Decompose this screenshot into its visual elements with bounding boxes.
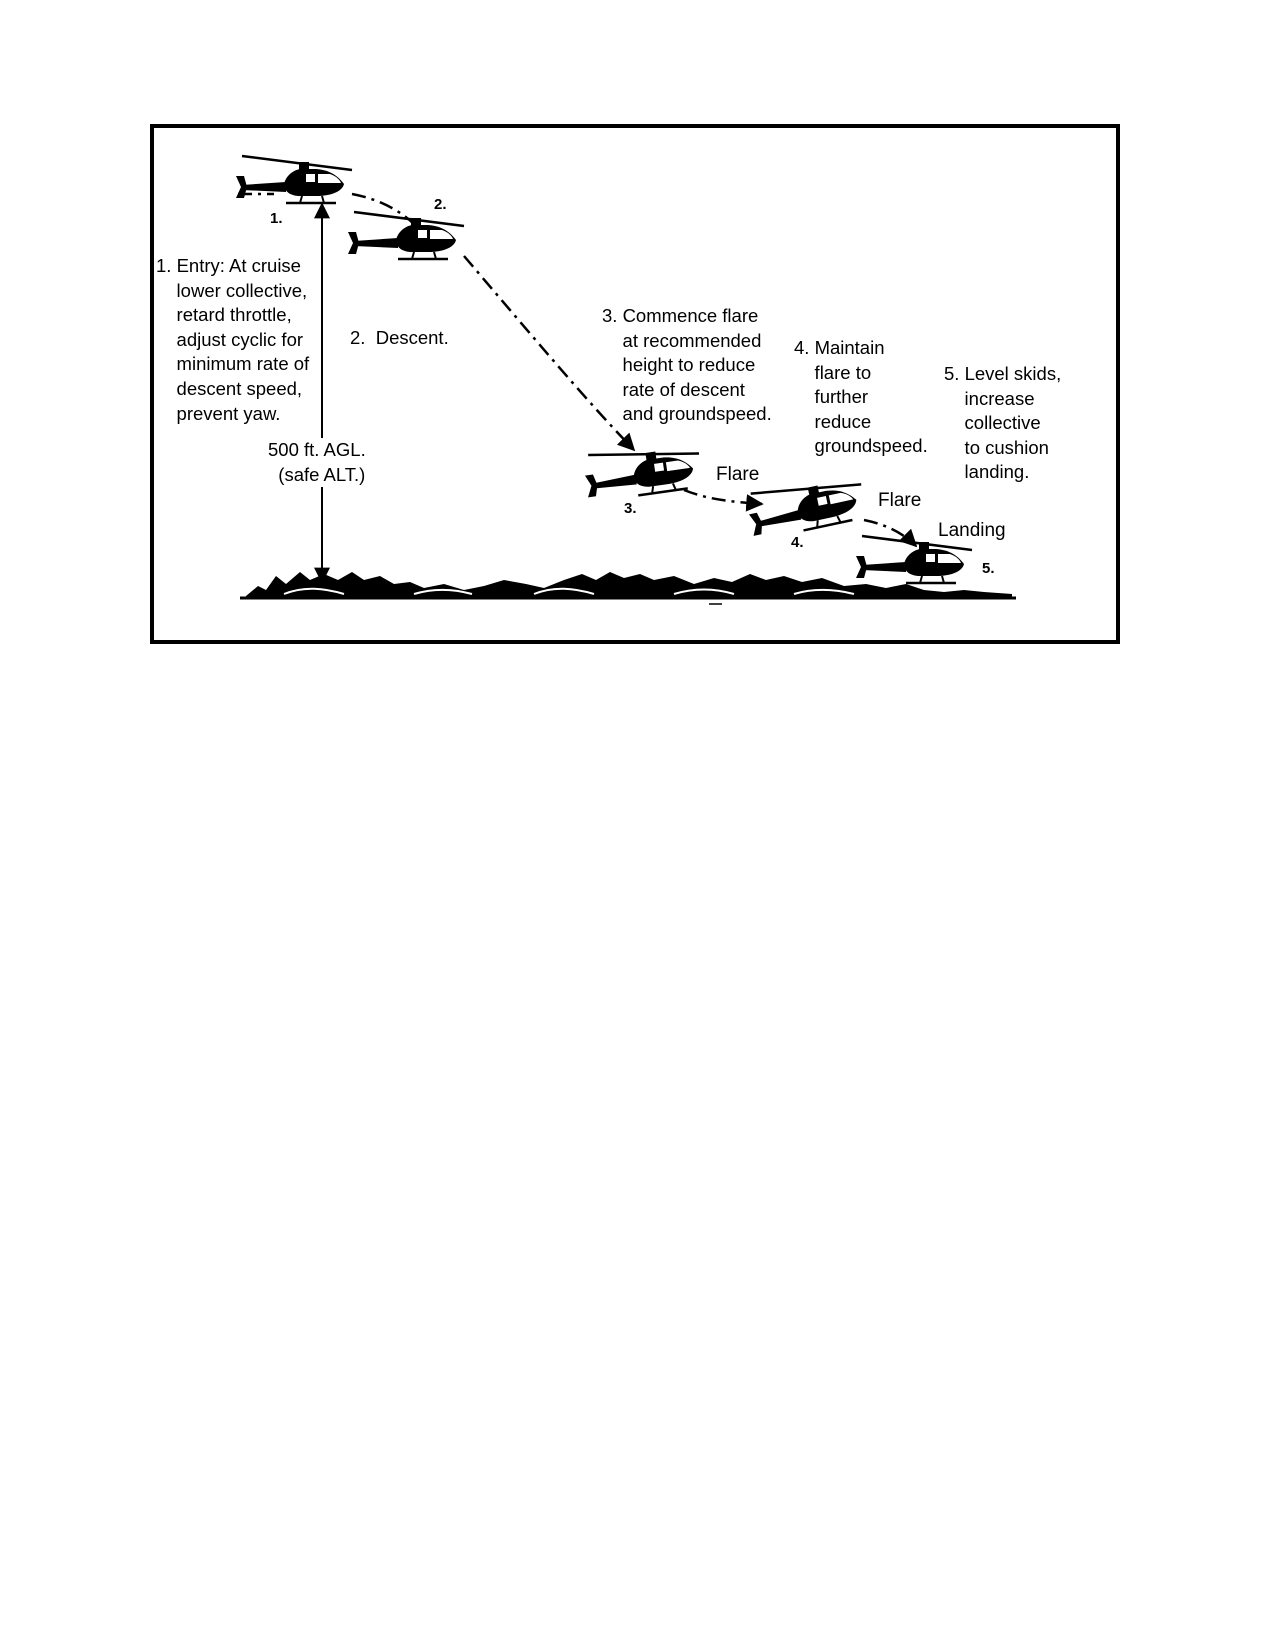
step-number-5: 5. — [982, 560, 995, 577]
step-number-3: 3. — [624, 500, 637, 517]
altitude-label: 500 ft. AGL. (safe ALT.) — [268, 438, 366, 488]
step-4-text: 4. Maintain flare to further reduce grou… — [794, 337, 928, 457]
step-1-text: 1. Entry: At cruise lower collective, re… — [156, 255, 310, 424]
autorotation-diagram: 1. 2. 3. 4. 5. 1. Entry: At cruise lower… — [150, 124, 1120, 644]
step-number-4: 4. — [791, 534, 804, 551]
step-3-text: 3. Commence flare at recommended height … — [602, 305, 772, 425]
diagram-artwork — [234, 154, 1016, 605]
helicopter-5-icon — [854, 534, 974, 585]
helicopter-1-icon — [234, 154, 354, 205]
helicopter-4-icon — [743, 469, 870, 543]
landing-label: Landing — [938, 520, 1006, 541]
step-5-text: 5. Level skids, increase collective to c… — [944, 363, 1062, 483]
flare-label-1: Flare — [716, 464, 760, 485]
helicopter-3-icon — [580, 438, 705, 504]
step-number-1: 1. — [270, 210, 283, 227]
step-number-2: 2. — [434, 196, 447, 213]
helicopter-2-icon — [346, 210, 466, 261]
flare-label-2: Flare — [878, 490, 922, 511]
step-2-text: 2. Descent. — [350, 327, 449, 348]
ground-terrain — [240, 572, 1016, 605]
